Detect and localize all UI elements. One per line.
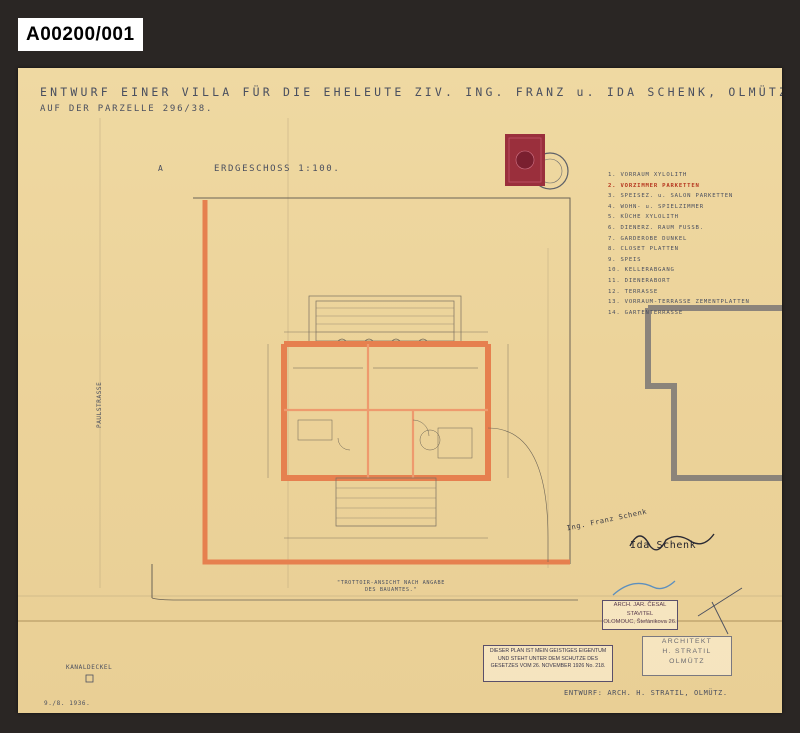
date-text: 9./8. 1936.	[44, 700, 91, 707]
drawing-sheet: ENTWURF EINER VILLA FÜR DIE EHELEUTE ZIV…	[18, 68, 782, 713]
legend-item: 5. KÜCHE XYLOLITH	[608, 214, 679, 221]
drawing-title: ENTWURF EINER VILLA FÜR DIE EHELEUTE ZIV…	[40, 85, 782, 99]
archive-id-label: A00200/001	[18, 18, 143, 51]
notice-line: GESETZES VOM 26. NOVEMBER 1926 No. 218.	[490, 663, 606, 670]
legend-item: 12. TERRASSE	[608, 288, 659, 295]
paper-fold-line	[18, 620, 782, 622]
legend-item: 11. DIENERABORT	[608, 277, 671, 284]
stratil-line: OLMÜTZ	[669, 658, 705, 665]
stamp-cesal: ARCH. JAR. ČESAL STAVITEL OLOMOUC, Štefá…	[602, 600, 678, 630]
legend-item: 1. VORRAUM XYLOLITH	[608, 172, 688, 178]
notice-line: UND STEHT UNTER DEM SCHUTZE DES	[498, 655, 598, 662]
legend-item: 2. VORZIMMER PARKETTEN	[608, 182, 700, 189]
stamp-stratil: ARCHITEKT H. STRATIL OLMÜTZ	[642, 636, 732, 676]
legend-item: 4. WOHN- u. SPIELZIMMER	[608, 203, 704, 210]
floor-plan-drawing	[18, 118, 782, 683]
floor-title: ERDGESCHOSS 1:100.	[214, 164, 341, 174]
plan-label-a: A	[158, 164, 163, 173]
legend-item: 7. GARDEROBE DUNKEL	[608, 235, 688, 242]
legend-item: 13. VORRAUM-TERRASSE ZEMENTPLATTEN	[608, 299, 750, 306]
parcel-label: AUF DER PARZELLE 296/38.	[40, 104, 214, 114]
street-label: PAULSTRASSE	[96, 381, 103, 428]
notice-line: DIESER PLAN IST MEIN GEISTIGES EIGENTUM	[489, 648, 607, 654]
legend-item: 9. SPEIS	[608, 256, 642, 263]
stamp-copyright-notice: DIESER PLAN IST MEIN GEISTIGES EIGENTUM …	[483, 645, 613, 682]
footer-entwurf: ENTWURF: ARCH. H. STRATIL, OLMÜTZ.	[564, 689, 728, 697]
trottoir-note: "TROTTOIR-ANSICHT NACH ANGABE DES BAUAMT…	[337, 580, 445, 593]
stamp-cesal-line: ARCH. JAR. ČESAL	[613, 602, 667, 608]
stratil-line: H. STRATIL	[662, 648, 712, 655]
stamp-cesal-line: STAVITEL	[626, 610, 654, 617]
room-legend: 1. VORRAUM XYLOLITH 2. VORZIMMER PARKETT…	[608, 172, 750, 320]
legend-item: 14. GARTENTERRASSE	[608, 309, 684, 316]
kanal-label: KANALDECKEL	[66, 664, 113, 671]
legend-item: 3. SPEISEZ. u. SALON PARKETTEN	[608, 193, 734, 200]
signature-ida: Ida Schenk	[630, 540, 697, 551]
legend-item: 10. KELLERABGANG	[608, 267, 675, 274]
stamp-cesal-line: OLOMOUC, Štefánikova 26.	[603, 619, 677, 626]
legend-item: 8. CLOSET PLATTEN	[608, 246, 679, 253]
stratil-line: ARCHITEKT	[661, 638, 713, 645]
legend-item: 6. DIENERZ. RAUM FUSSB.	[608, 224, 704, 231]
